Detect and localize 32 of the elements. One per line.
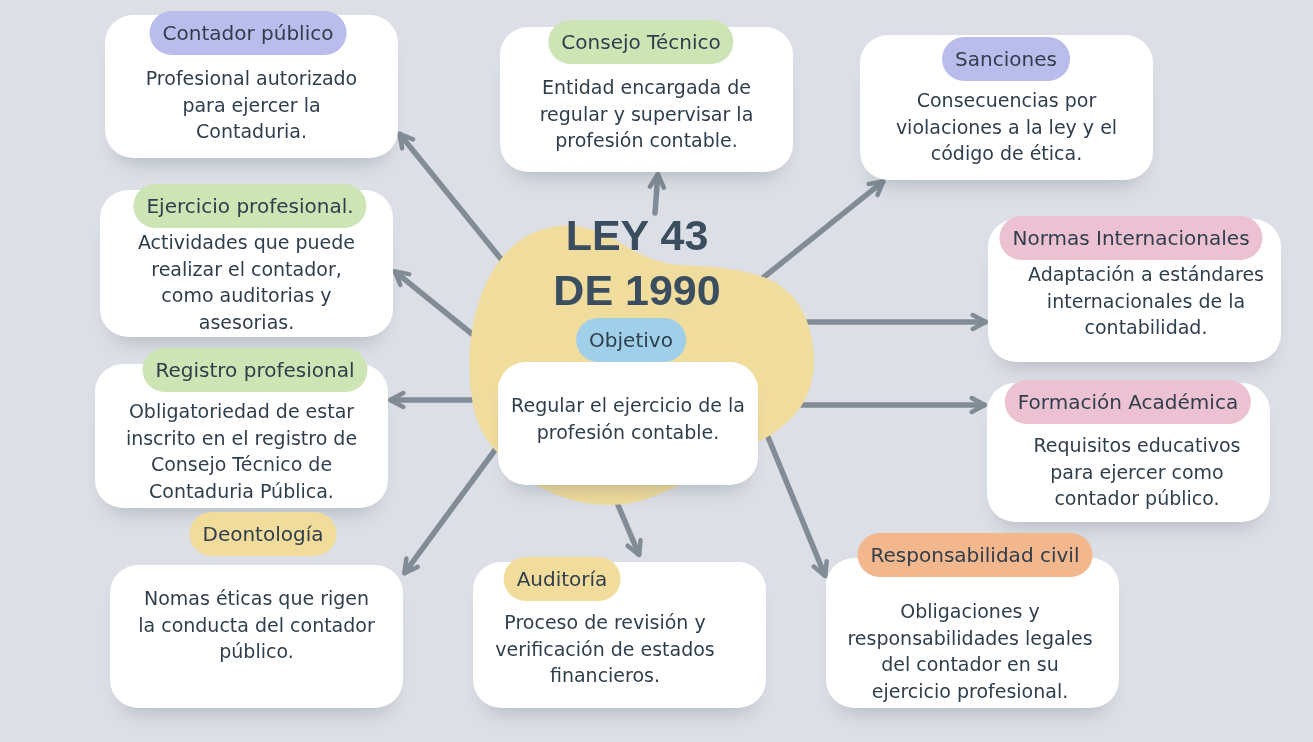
topic-heading: Deontología [189,512,337,556]
arrow [615,502,643,558]
description-text: Obligatoriedad de estar inscrito en el registro de Consejo Técnico de Contaduria Pública. [124,399,359,504]
topic-heading: Formación Académica [1004,380,1252,424]
description-text: Profesional autorizado para ejercer la Contaduria. [144,66,359,144]
topic-heading: Sanciones [942,37,1070,81]
description-text: Actividades que puede realizar el contador, como auditorias y asesorias. [136,230,357,335]
arrow [765,434,829,579]
description-text: Regular el ejercicio de la profesión contable. [510,393,746,445]
topic-heading: Ejercicio profesional. [133,184,367,228]
arrow [397,131,504,262]
topic-heading: Auditoría [503,557,621,601]
topic-heading: Normas Internacionales [999,216,1263,260]
description-text: Consecuencias por violaciones a la ley y el código de ética. [894,88,1119,166]
description-text: Nomas éticas que rigen la conducta del contador público. [137,586,376,664]
arrow [761,179,886,280]
topic-heading: Contador público [149,11,347,55]
topic-heading: Consejo Técnico [548,20,734,64]
description-text: Entidad encargada de regular y supervisar la profesión contable. [538,75,755,153]
arrow [804,312,988,332]
arrow [402,447,498,576]
topic-heading: Responsabilidad civil [857,533,1093,577]
topic-heading: Registro profesional [142,348,368,392]
description-text: Adaptación a estándares internacionales de la contabilidad. [1026,262,1265,340]
arrow [647,172,667,216]
arrow [798,395,987,415]
title-text: LEY 43 DE 1990 [552,210,722,316]
description-text: Proceso de revisión y verificación de estados financieros. [494,610,716,688]
arrow [388,390,474,410]
description-text: Requisitos educativos para ejercer como contador público. [1032,433,1242,511]
description-text: Obligaciones y responsabilidades legales del contador en su ejercicio profesional. [846,599,1094,704]
topic-heading: Objetivo [576,318,686,362]
